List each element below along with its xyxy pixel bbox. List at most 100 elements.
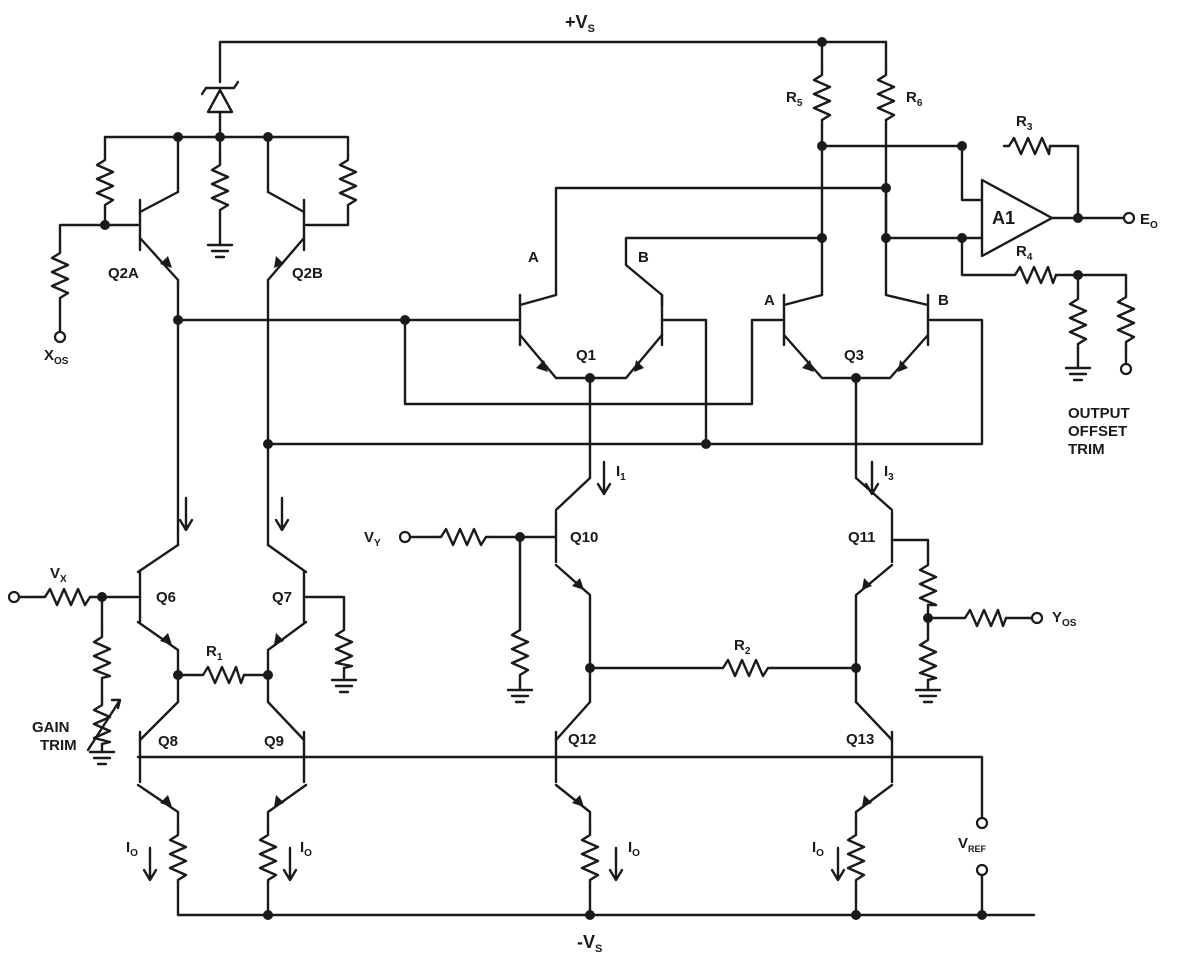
transistor-label-q3: Q3 [844,347,864,364]
node-label-b-q3: B [938,292,949,309]
junction-dot [400,315,410,325]
emitter-arrow [160,633,172,645]
amplifier-wire [960,144,1128,296]
transistor-label-q12: Q12 [568,731,596,748]
emitter-arrow [572,795,584,807]
current-label-io-q13: IO [812,839,824,859]
emitter-arrow [274,256,284,268]
junction-dot [173,315,183,325]
resistor-symbol [168,828,188,884]
resistor-symbol [510,623,530,682]
resistor-symbol [1116,290,1136,347]
gain-trim-label: TRIM [40,737,77,754]
q3-leads [782,293,930,380]
q7-base-wire [304,595,346,682]
junction-dot [957,141,967,151]
labels: +VS -VS Q2A Q2B Q1 Q3 Q10 Q11 Q6 Q7 Q8 Q… [32,12,1158,955]
zener-triangle [206,88,234,114]
current-arrows [142,460,880,882]
current-arrow-icon [282,846,298,882]
resistor-symbol [38,587,94,607]
resistor-symbol [812,68,832,122]
terminal-label-vref: VREF [958,835,987,854]
resistor-symbol [334,623,354,670]
ground-icon [330,678,358,694]
emitter-arrow [274,795,284,807]
junction-dot [1073,213,1083,223]
junction-dot [977,910,987,920]
terminal-label-yos: YOS [1052,609,1077,629]
current-arrow-icon [830,846,846,882]
eo-terminal[interactable] [1122,211,1136,225]
vx-input-wire [18,595,140,754]
current-label-io-q9: IO [300,839,312,859]
q2-supply-wire [103,116,350,194]
q3-bars [782,293,930,347]
q2a-base-wire [58,208,140,250]
junction-dot [701,439,711,449]
current-label-io-q8: IO [126,839,138,859]
resistor-symbol [1068,292,1088,350]
resistor-label-r5: R5 [786,89,803,109]
junction-dot [817,37,827,47]
ground-icon [206,243,234,259]
junction-dot [515,532,525,542]
wiring [18,40,1128,917]
current-arrow-icon [596,460,612,496]
current-label-i3: I3 [884,463,894,483]
load-resistor-wire [820,40,964,240]
junction-dot [881,233,891,243]
junction-dot [585,910,595,920]
node-label-a-q1: A [528,249,539,266]
emitter-arrows [160,256,908,807]
junction-dot [585,663,595,673]
vx-terminal[interactable] [7,590,21,604]
junction-dot [585,373,595,383]
xos-terminal[interactable] [53,330,67,344]
resistor-label-r4: R4 [1016,243,1033,263]
junction-dot [263,670,273,680]
resistor-symbol [95,153,115,212]
yos-terminal[interactable] [1030,611,1044,625]
collector-b-wire [624,236,824,297]
transistor-label-q8: Q8 [158,733,178,750]
resistor-label-r3: R3 [1016,113,1033,133]
zener-diode-symbol [200,80,240,120]
vy-terminal[interactable] [398,530,412,544]
junction-dot [173,670,183,680]
transistor-label-q9: Q9 [264,733,284,750]
output-offset-trim-terminal[interactable] [1119,362,1133,376]
gain-trim-arrow [86,698,122,752]
output-offset-trim-label: OUTPUT [1068,405,1130,422]
current-label-i1: I1 [616,463,626,483]
vref-terminal-bottom[interactable] [975,863,989,877]
junction-dot [263,132,273,142]
q8-q13-leads [138,700,894,742]
negative-rail-label: -VS [577,932,602,955]
amplifier-a1-symbol [980,178,1054,258]
junction-dot [957,233,967,243]
resistor-symbol [716,658,774,678]
q1-base-bus-wire [176,318,784,406]
junction-dot [263,910,273,920]
emitter-arrow [862,578,872,590]
cross-bus-wire [266,318,984,446]
vref-terminal-top[interactable] [975,816,989,830]
transistor-bars [138,190,930,784]
amplifier-triangle [980,178,1054,258]
resistor-symbol [92,630,112,680]
resistor-symbol [846,828,866,884]
current-arrow-icon [178,496,194,532]
resistor-label-r2: R2 [734,637,751,657]
resistor-symbol [196,665,246,685]
junction-dot [215,132,225,142]
output-offset-trim-label: TRIM [1068,441,1105,458]
resistor-symbol [434,527,492,547]
junction-dot [173,132,183,142]
junction-dot [1073,270,1083,280]
q3-tail-wire [854,376,894,512]
terminal-label-eo: EO [1140,211,1158,231]
emitter-arrow [802,360,814,372]
transistor-label-q2a: Q2A [108,265,139,282]
